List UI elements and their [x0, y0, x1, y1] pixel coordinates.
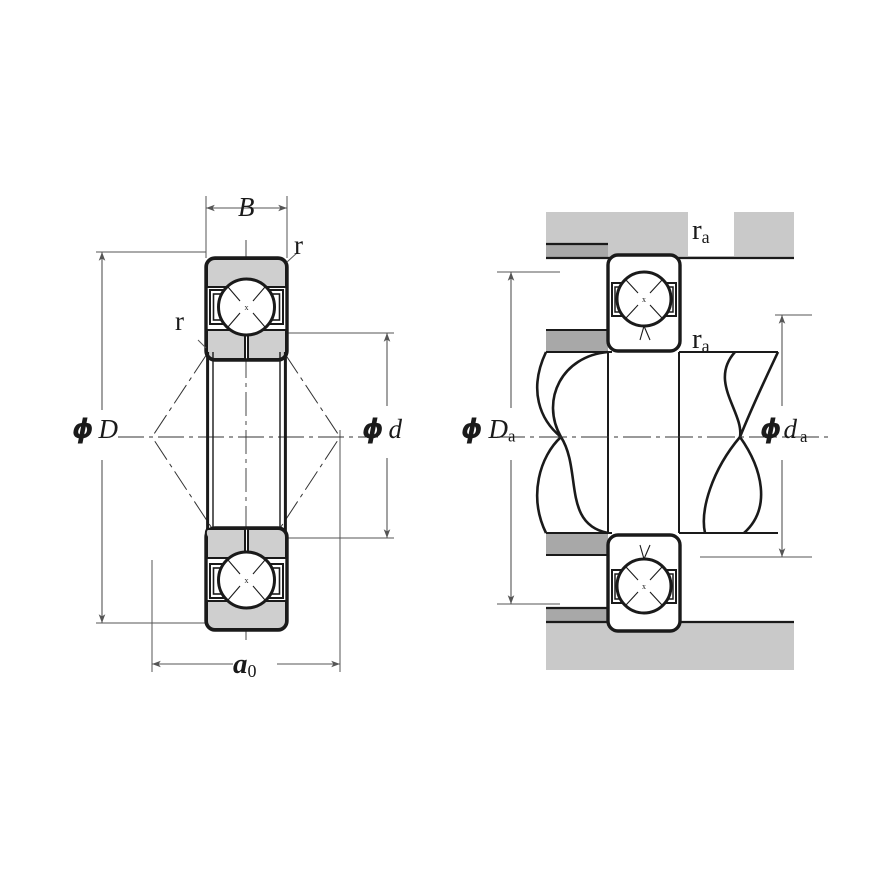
dim-housing-shoulder-Da	[497, 271, 560, 605]
bearing-side-walls-left	[206, 352, 287, 540]
dim-outer-diameter-D	[96, 251, 206, 624]
symbol-r-housing: r	[692, 214, 702, 246]
shaft-shoulder-band-bottom	[546, 608, 608, 622]
label-contact-span-a0: a0	[233, 650, 256, 680]
shaft-face-band-mid-lower	[546, 533, 608, 555]
right-figure-group: x x	[497, 212, 832, 670]
bearing-lower-assembly-right: x	[606, 533, 682, 633]
symbol-D: D	[98, 414, 119, 444]
bearing-upper-assembly-right: x	[606, 253, 682, 353]
bearing-upper-assembly-left: x	[204, 256, 289, 362]
left-figure-group: x	[96, 196, 394, 672]
label-width-B: B	[238, 192, 255, 222]
svg-text:x: x	[642, 582, 646, 591]
label-fillet-ra-shaft: ra	[692, 325, 710, 355]
symbol-d-a: d	[783, 414, 798, 444]
phi-symbol-D: ϕ	[72, 414, 94, 445]
svg-text:x: x	[245, 576, 249, 585]
phi-symbol-da: ϕ	[760, 414, 782, 445]
symbol-r-shaft: r	[692, 323, 702, 355]
subscript-a-housing: a	[701, 226, 710, 247]
symbol-a: a	[233, 648, 248, 680]
break-line-right	[702, 351, 780, 534]
svg-text:x: x	[642, 295, 646, 304]
bearing-lower-assembly-left: x	[204, 526, 289, 632]
svg-text:x: x	[245, 303, 249, 312]
label-halo-ra-top	[688, 212, 734, 256]
label-chamfer-r-top: r	[294, 230, 303, 260]
housing-shoulder-band-top	[546, 244, 608, 258]
dim-shaft-shoulder-da	[700, 314, 812, 558]
dim-contact-span-a0	[151, 430, 341, 672]
phi-symbol-d: ϕ	[362, 414, 384, 445]
break-line-left	[535, 350, 609, 535]
symbol-D-a: D	[488, 414, 509, 444]
subscript-a-shaft: a	[701, 335, 710, 356]
leader-chamfer-left-left	[197, 339, 207, 349]
phi-symbol-Da: ϕ	[461, 414, 483, 445]
dim-width-B	[205, 196, 288, 258]
subscript-a-Da: a	[508, 426, 516, 446]
subscript-zero: 0	[247, 660, 257, 681]
symbol-d: d	[388, 414, 403, 444]
label-chamfer-r-left: r	[175, 306, 184, 336]
housing-face-band-mid-upper	[546, 330, 608, 352]
label-fillet-ra-housing: ra	[692, 216, 710, 246]
subscript-a-da: a	[800, 426, 808, 446]
leader-chamfer-top-left	[286, 251, 299, 263]
